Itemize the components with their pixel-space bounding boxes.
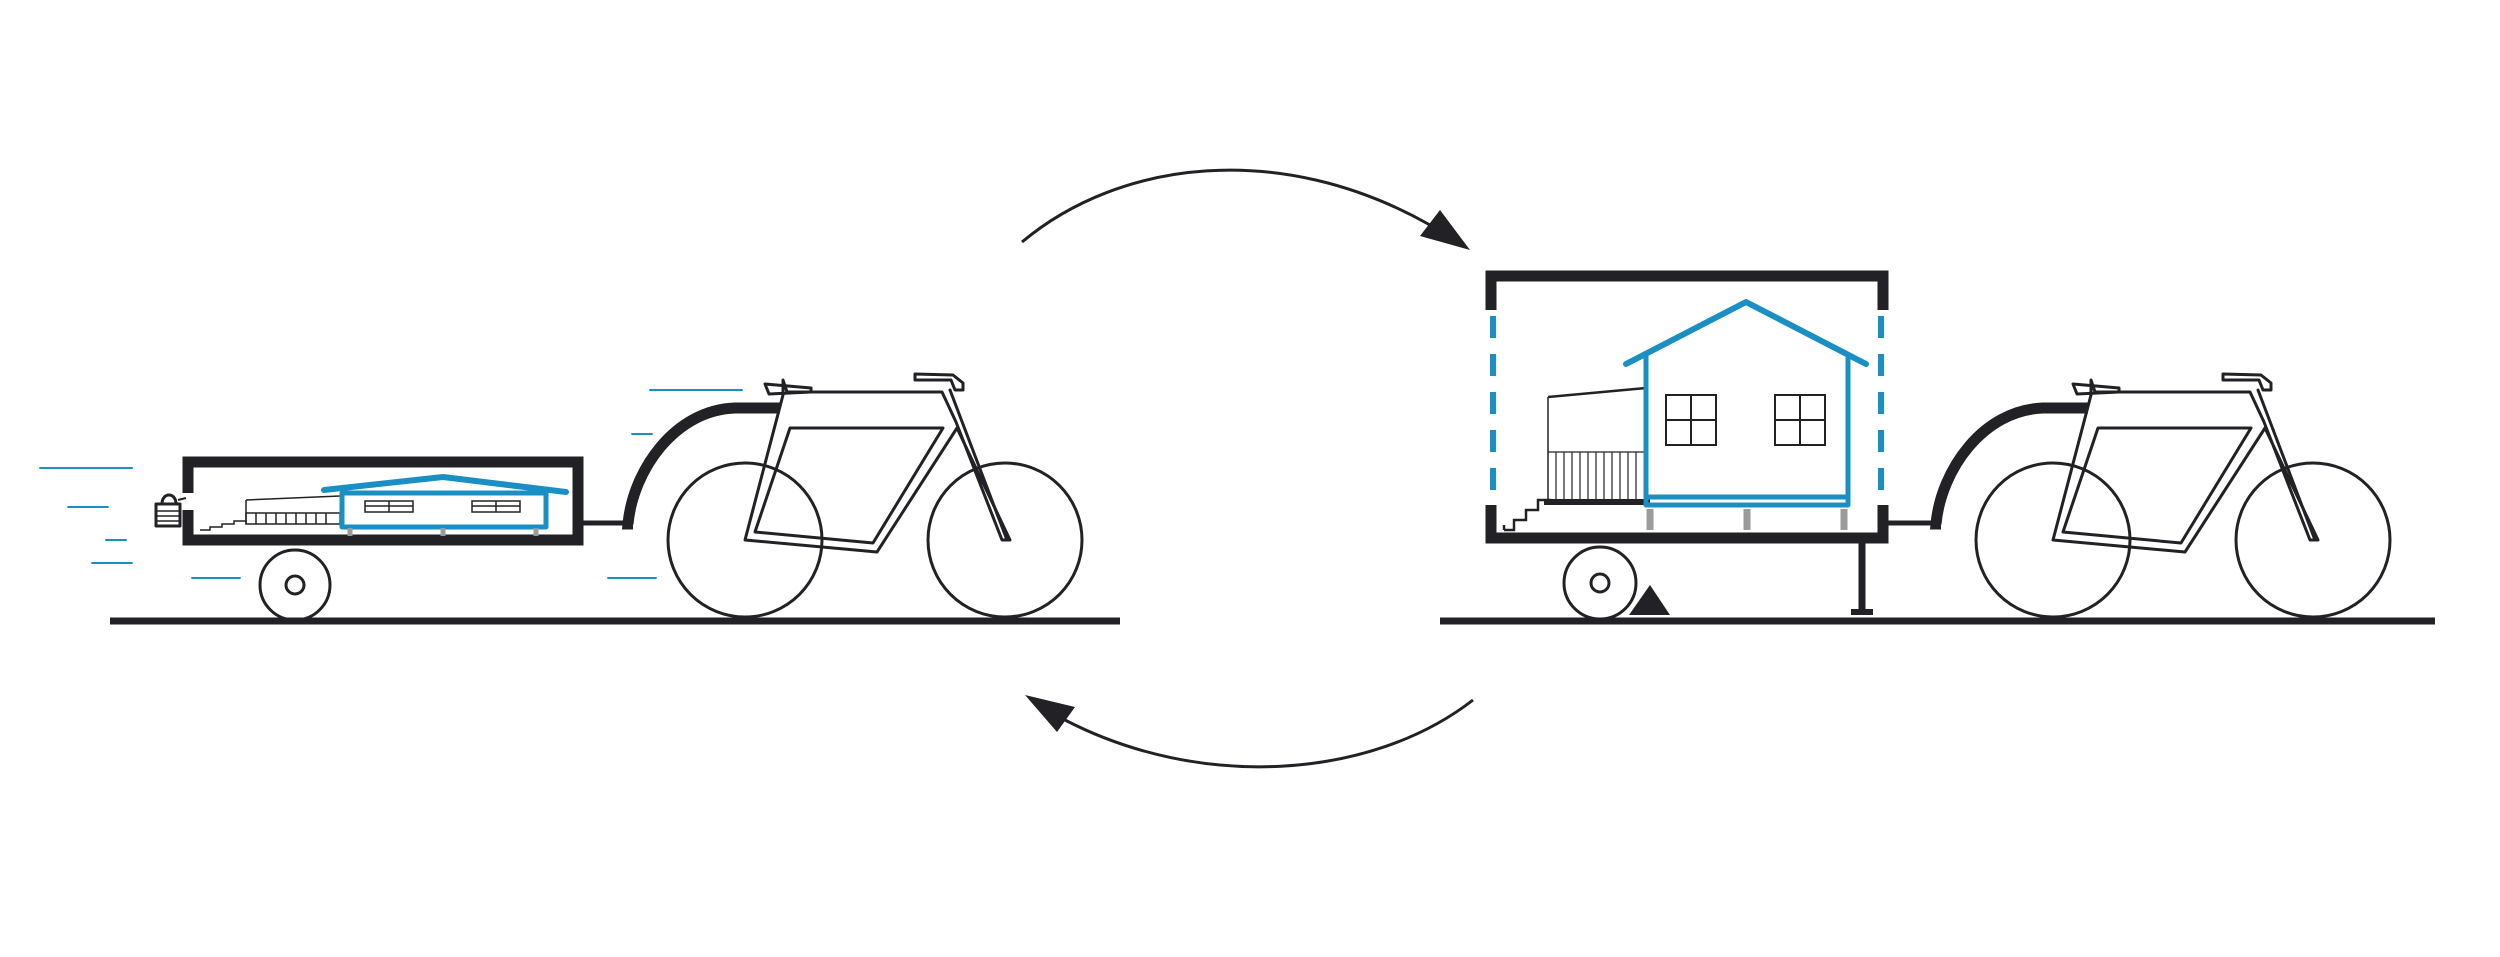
left-scene (39, 374, 1120, 625)
house (1623, 299, 1869, 530)
right-trailer-floor (1485, 505, 1889, 544)
house-walls (1643, 353, 1851, 508)
porch (1544, 386, 1650, 505)
right-trailer-roof (1485, 270, 1889, 310)
right-bicycle (1936, 374, 2390, 617)
left-trailer-box (182, 456, 584, 546)
left-bicycle (628, 374, 1082, 617)
right-scene (1440, 270, 2435, 625)
house-roof (1623, 299, 1869, 367)
wheel-chock-icon (1629, 585, 1670, 615)
padlock-icon (154, 493, 187, 528)
left-folded-porch (245, 495, 341, 525)
motion-lines (39, 389, 743, 579)
left-folded-stairs (200, 520, 246, 531)
house-window-right (1774, 394, 1826, 446)
arrow-bottom-left (1025, 695, 1474, 769)
house-stilts (1646, 509, 1848, 530)
house-window-left (1665, 394, 1717, 446)
arrow-top-right (1021, 168, 1470, 250)
stairs (1504, 498, 1552, 532)
support-leg (1851, 541, 1873, 615)
right-trailer-wheel (1562, 545, 1638, 621)
cycle-arrows (1021, 168, 1474, 769)
left-trailer-wheel (258, 548, 332, 622)
unfolded-walls (1490, 316, 1884, 500)
left-folded-house (321, 474, 569, 536)
